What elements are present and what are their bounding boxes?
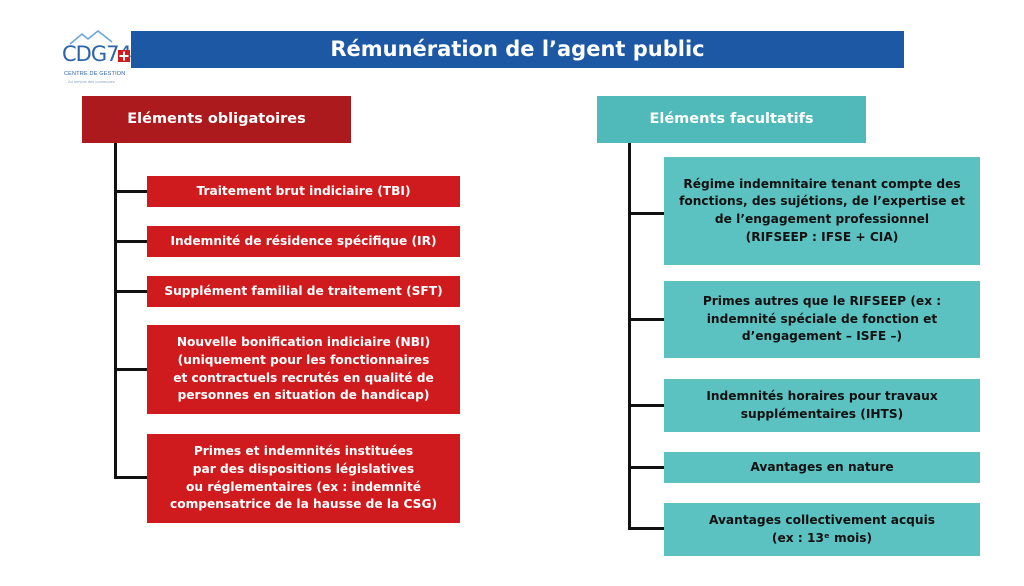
title-banner: Rémunération de l’agent public xyxy=(131,31,904,68)
obligatory-header: Eléments obligatoires xyxy=(82,96,351,143)
optional-branch-3 xyxy=(628,404,664,407)
page-title: Rémunération de l’agent public xyxy=(330,37,705,61)
obligatory-branch-2 xyxy=(114,240,147,243)
optional-item-rifseep: Régime indemnitaire tenant compte des fo… xyxy=(664,157,980,265)
optional-branch-4 xyxy=(628,466,664,469)
obligatory-item-ir: Indemnité de résidence spécifique (IR) xyxy=(147,226,460,257)
optional-branch-1 xyxy=(628,212,664,215)
obligatory-item-sft: Supplément familial de traitement (SFT) xyxy=(147,276,460,307)
obligatory-item-tbi: Traitement brut indiciaire (TBI) xyxy=(147,176,460,207)
savoie-cross-icon xyxy=(118,50,130,62)
obligatory-branch-3 xyxy=(114,290,147,293)
optional-item-primes-autres: Primes autres que le RIFSEEP (ex : indem… xyxy=(664,281,980,358)
optional-item-avantages-acquis: Avantages collectivement acquis (ex : 13… xyxy=(664,503,980,556)
obligatory-item-label: Primes et indemnités instituées par des … xyxy=(169,444,438,512)
optional-item-label: Indemnités horaires pour travaux supplém… xyxy=(706,388,938,421)
mountain-icon xyxy=(69,30,113,45)
optional-item-label: Primes autres que le RIFSEEP (ex : indem… xyxy=(702,293,942,344)
obligatory-item-label: Traitement brut indiciaire (TBI) xyxy=(196,183,411,198)
obligatory-branch-5 xyxy=(114,476,147,479)
obligatory-item-label: Indemnité de résidence spécifique (IR) xyxy=(170,233,437,248)
optional-item-avantages-nature: Avantages en nature xyxy=(664,452,980,483)
optional-item-label: Avantages collectivement acquis (ex : 13… xyxy=(708,512,936,545)
logo-subtitle: CENTRE DE GESTION xyxy=(64,71,126,77)
optional-item-ihts: Indemnités horaires pour travaux supplém… xyxy=(664,379,980,432)
obligatory-branch-1 xyxy=(114,190,147,193)
obligatory-item-primes: Primes et indemnités instituées par des … xyxy=(147,434,460,523)
optional-item-label: Avantages en nature xyxy=(750,459,894,474)
obligatory-item-label: Nouvelle bonification indiciaire (NBI) (… xyxy=(173,335,434,403)
optional-item-label: Régime indemnitaire tenant compte des fo… xyxy=(679,176,965,244)
optional-tree-trunk xyxy=(628,143,631,530)
optional-branch-5 xyxy=(628,527,664,530)
logo-tagline: Au service des communes xyxy=(68,79,115,84)
obligatory-branch-4 xyxy=(114,368,147,371)
obligatory-item-label: Supplément familial de traitement (SFT) xyxy=(164,283,443,298)
obligatory-tree-trunk xyxy=(114,143,117,478)
cdg74-logo: CDG74 CENTRE DE GESTION Au service des c… xyxy=(62,30,134,90)
obligatory-item-nbi: Nouvelle bonification indiciaire (NBI) (… xyxy=(147,325,460,414)
optional-header: Eléments facultatifs xyxy=(597,96,866,143)
optional-branch-2 xyxy=(628,318,664,321)
